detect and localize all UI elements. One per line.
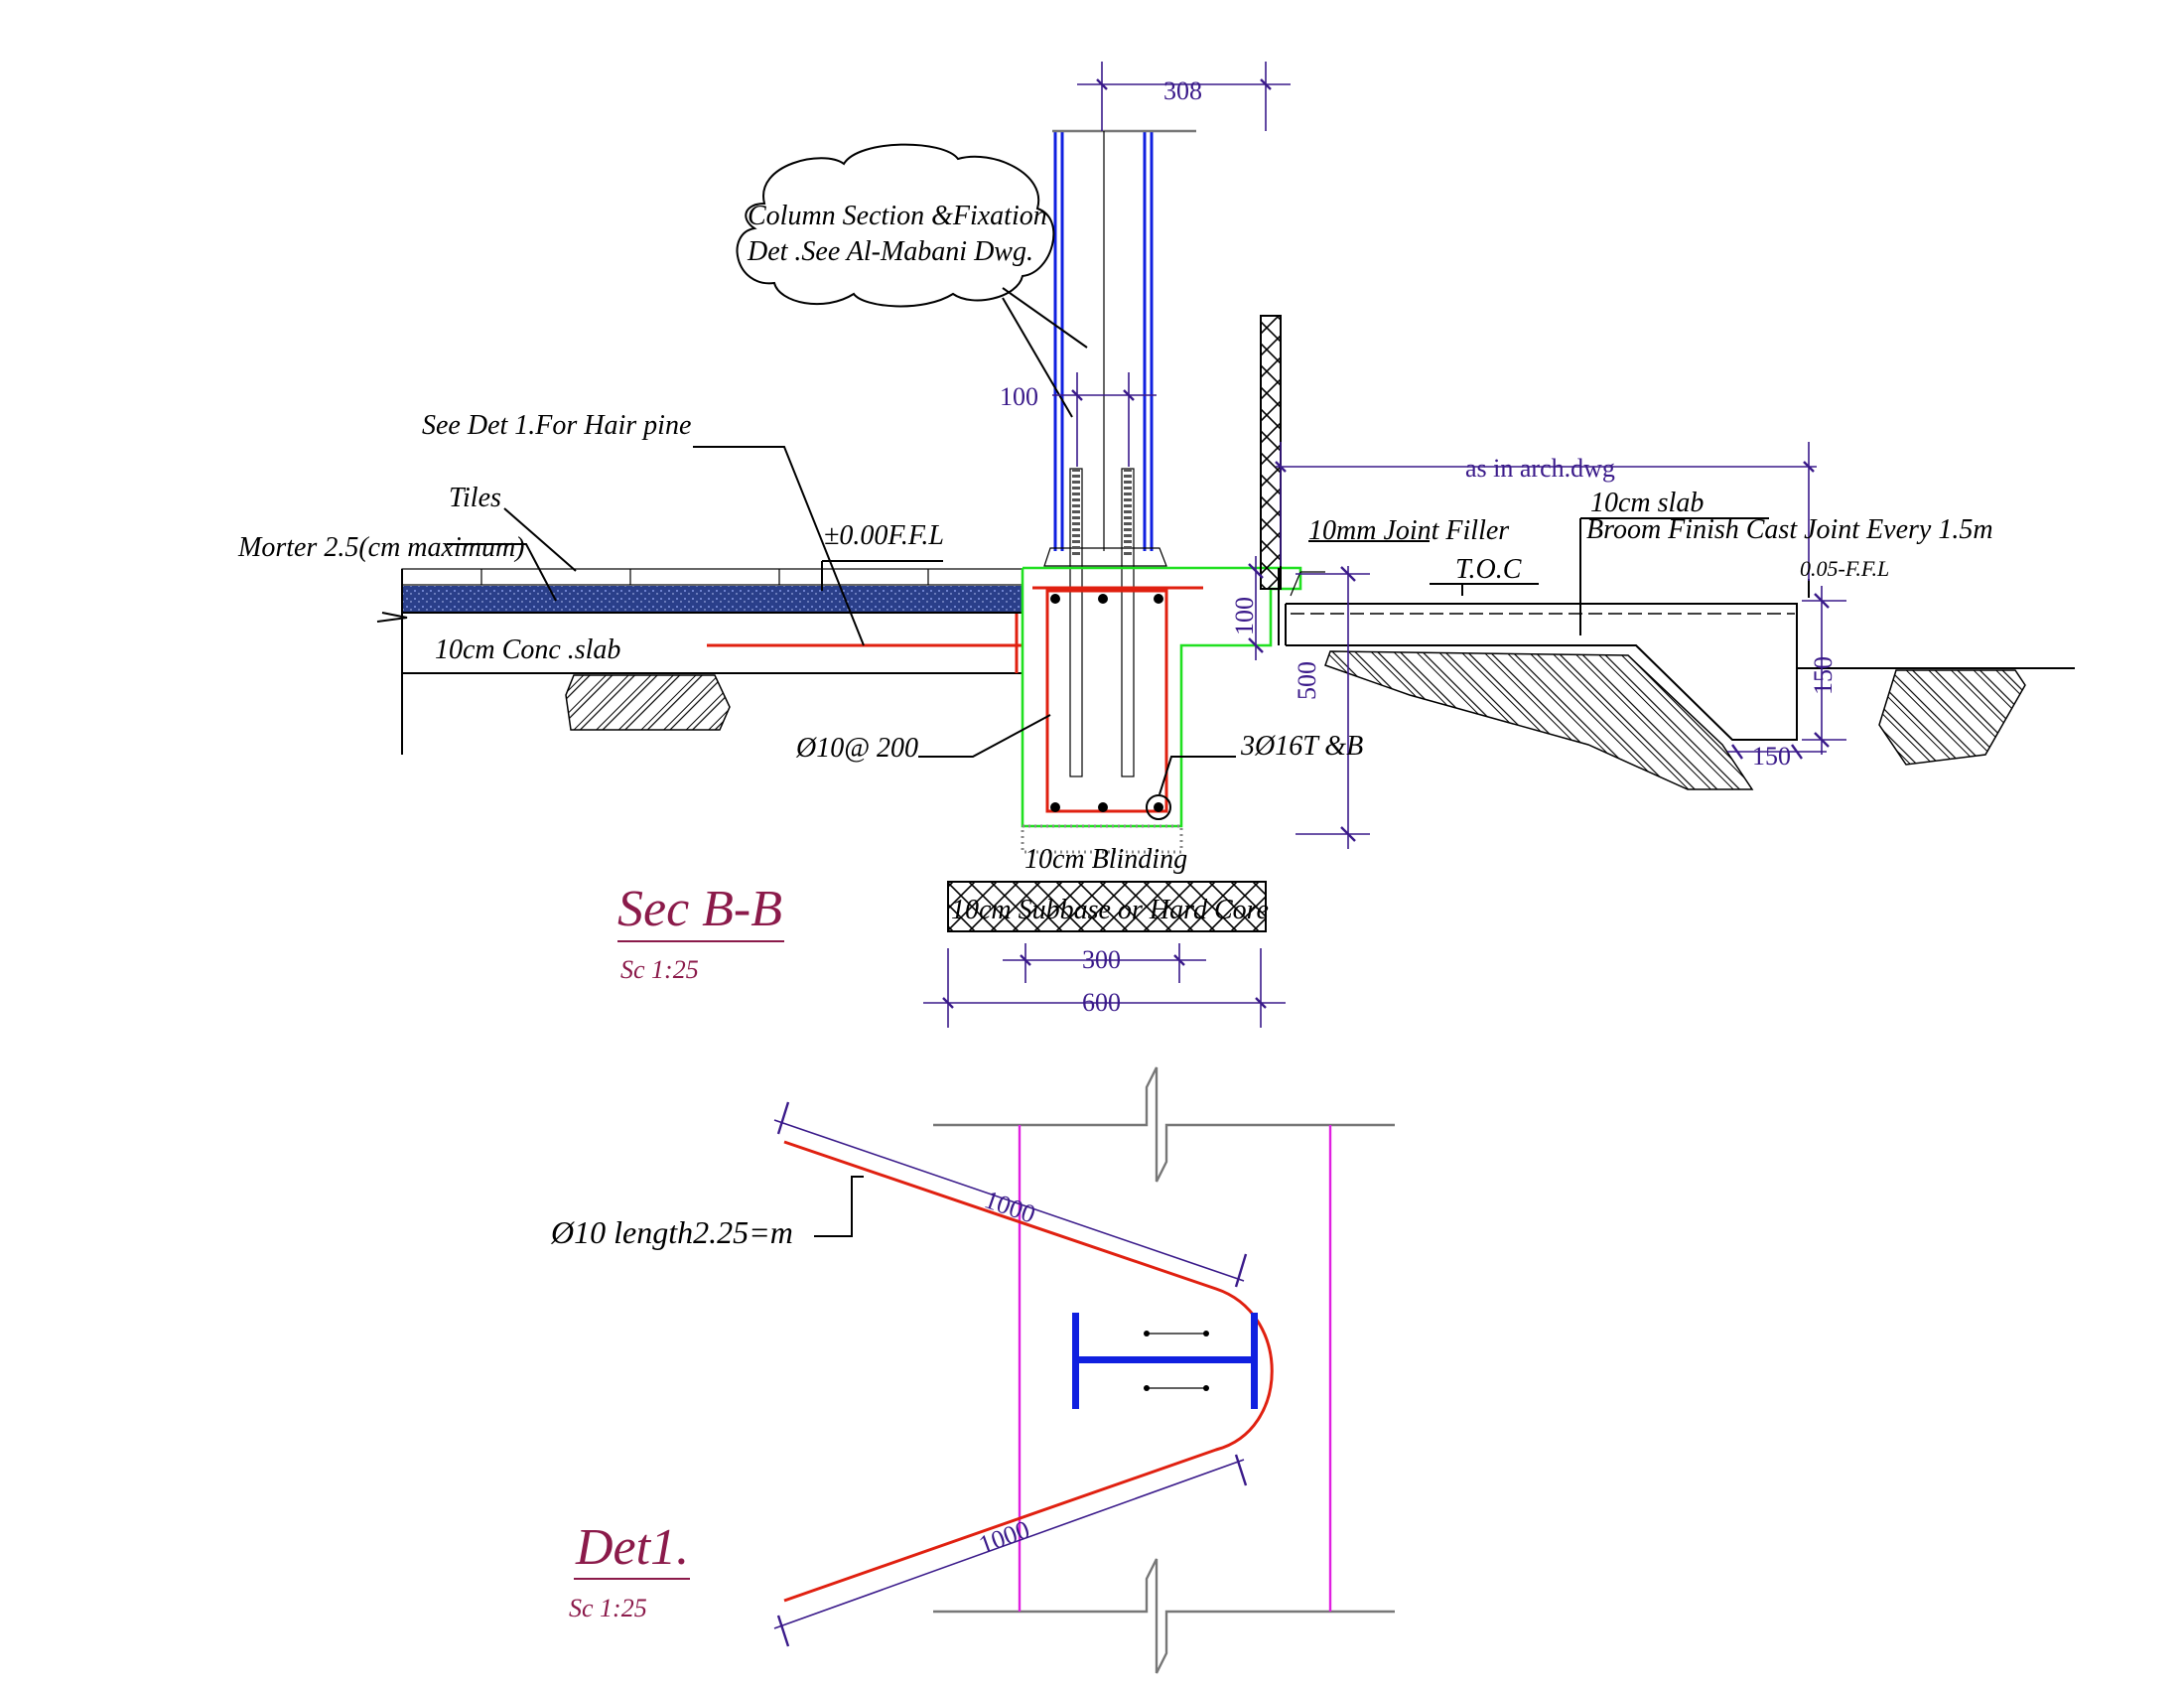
dim-ext-depth: 150 (1809, 656, 1838, 695)
hairpin-bar (783, 1140, 1274, 1603)
label-see-det: See Det 1.For Hair pine (422, 410, 691, 441)
anchor-bolt-right (1121, 468, 1135, 777)
det-dim-bottom: 1000 (975, 1515, 1033, 1560)
soil-hatch-left (565, 674, 731, 731)
mortar-layer (402, 586, 1023, 612)
dim-footing-outer: 600 (1082, 988, 1121, 1017)
leader-lines (447, 287, 1810, 795)
dim-arch: as in arch.dwg (1465, 454, 1615, 483)
grade-beam (947, 566, 1302, 932)
dim-ext-end: 150 (1752, 742, 1791, 771)
break-line-bottom (933, 1558, 1395, 1674)
det-bar-label: Ø10 length2.25=m (550, 1214, 793, 1250)
label-ext-slab: 10cm slab (1590, 488, 1704, 518)
label-conc-slab: 10cm Conc .slab (435, 634, 620, 665)
detail-1: 1000 1000 Ø10 length2.25=m Det1. Sc 1:25 (550, 1066, 1395, 1674)
column-note-cloud (736, 143, 1055, 308)
dim-line-top (773, 1119, 1245, 1282)
dim-beam-depth: 500 (1293, 661, 1321, 700)
dim-line-bottom (773, 1459, 1245, 1629)
base-plate (1043, 547, 1167, 567)
dimension-lines (923, 62, 1846, 1028)
soil-hatch-right (1324, 650, 1754, 790)
floor-slab (376, 568, 1024, 755)
bar-callout-circle (1146, 794, 1171, 820)
detail-scale: Sc 1:25 (569, 1594, 647, 1622)
dim-anchor-gap: 100 (1000, 382, 1038, 411)
section-scale: Sc 1:25 (620, 955, 699, 984)
formwork-outline (1021, 566, 1302, 828)
section-bb: See Det 1.For Hair pine Tiles Morter 2.5… (237, 62, 2075, 1028)
section-title: Sec B-B (617, 881, 782, 937)
dim-top: 308 (1163, 76, 1202, 105)
label-ffl: ±0.00F.F.L (824, 520, 944, 551)
label-broom: Broom Finish Cast Joint Every 1.5m (1586, 514, 1993, 545)
label-ffl-ext: 0.05-F.F.L (1800, 556, 1889, 581)
stirrup (1045, 589, 1168, 813)
label-joint-filler: 10mm Joint Filler (1308, 515, 1509, 546)
anchor-bolt-left (1069, 468, 1083, 777)
label-tiles: Tiles (449, 483, 501, 513)
dim-footing-inner: 300 (1082, 945, 1121, 974)
steel-i-section (1072, 1313, 1258, 1409)
label-toc: T.O.C (1455, 554, 1522, 585)
label-blinding: 10cm Blinding (1024, 844, 1187, 875)
soil-hatch-far (1878, 669, 2026, 766)
label-morter: Morter 2.5(cm maximum) (237, 532, 525, 563)
label-stirrups: Ø10@ 200 (795, 733, 918, 764)
subbase-layer (947, 881, 1267, 932)
label-column-note-1: Column Section &Fixation (748, 201, 1047, 231)
blinding-layer (1021, 824, 1183, 854)
tiles-layer (401, 568, 1024, 586)
label-subbase: 10cm Subbase or Hard Core (951, 895, 1269, 925)
label-column-note-2: Det .See Al-Mabani Dwg. (747, 236, 1033, 267)
dim-curb-height: 100 (1230, 597, 1259, 635)
label-bars: 3Ø16T &B (1240, 731, 1363, 762)
wall-panel (1260, 315, 1282, 590)
detail-title: Det1. (575, 1519, 689, 1576)
det-dim-top: 1000 (981, 1185, 1039, 1228)
steel-column (1043, 129, 1196, 777)
break-line-top (933, 1066, 1395, 1183)
external-slab (1285, 571, 2075, 790)
